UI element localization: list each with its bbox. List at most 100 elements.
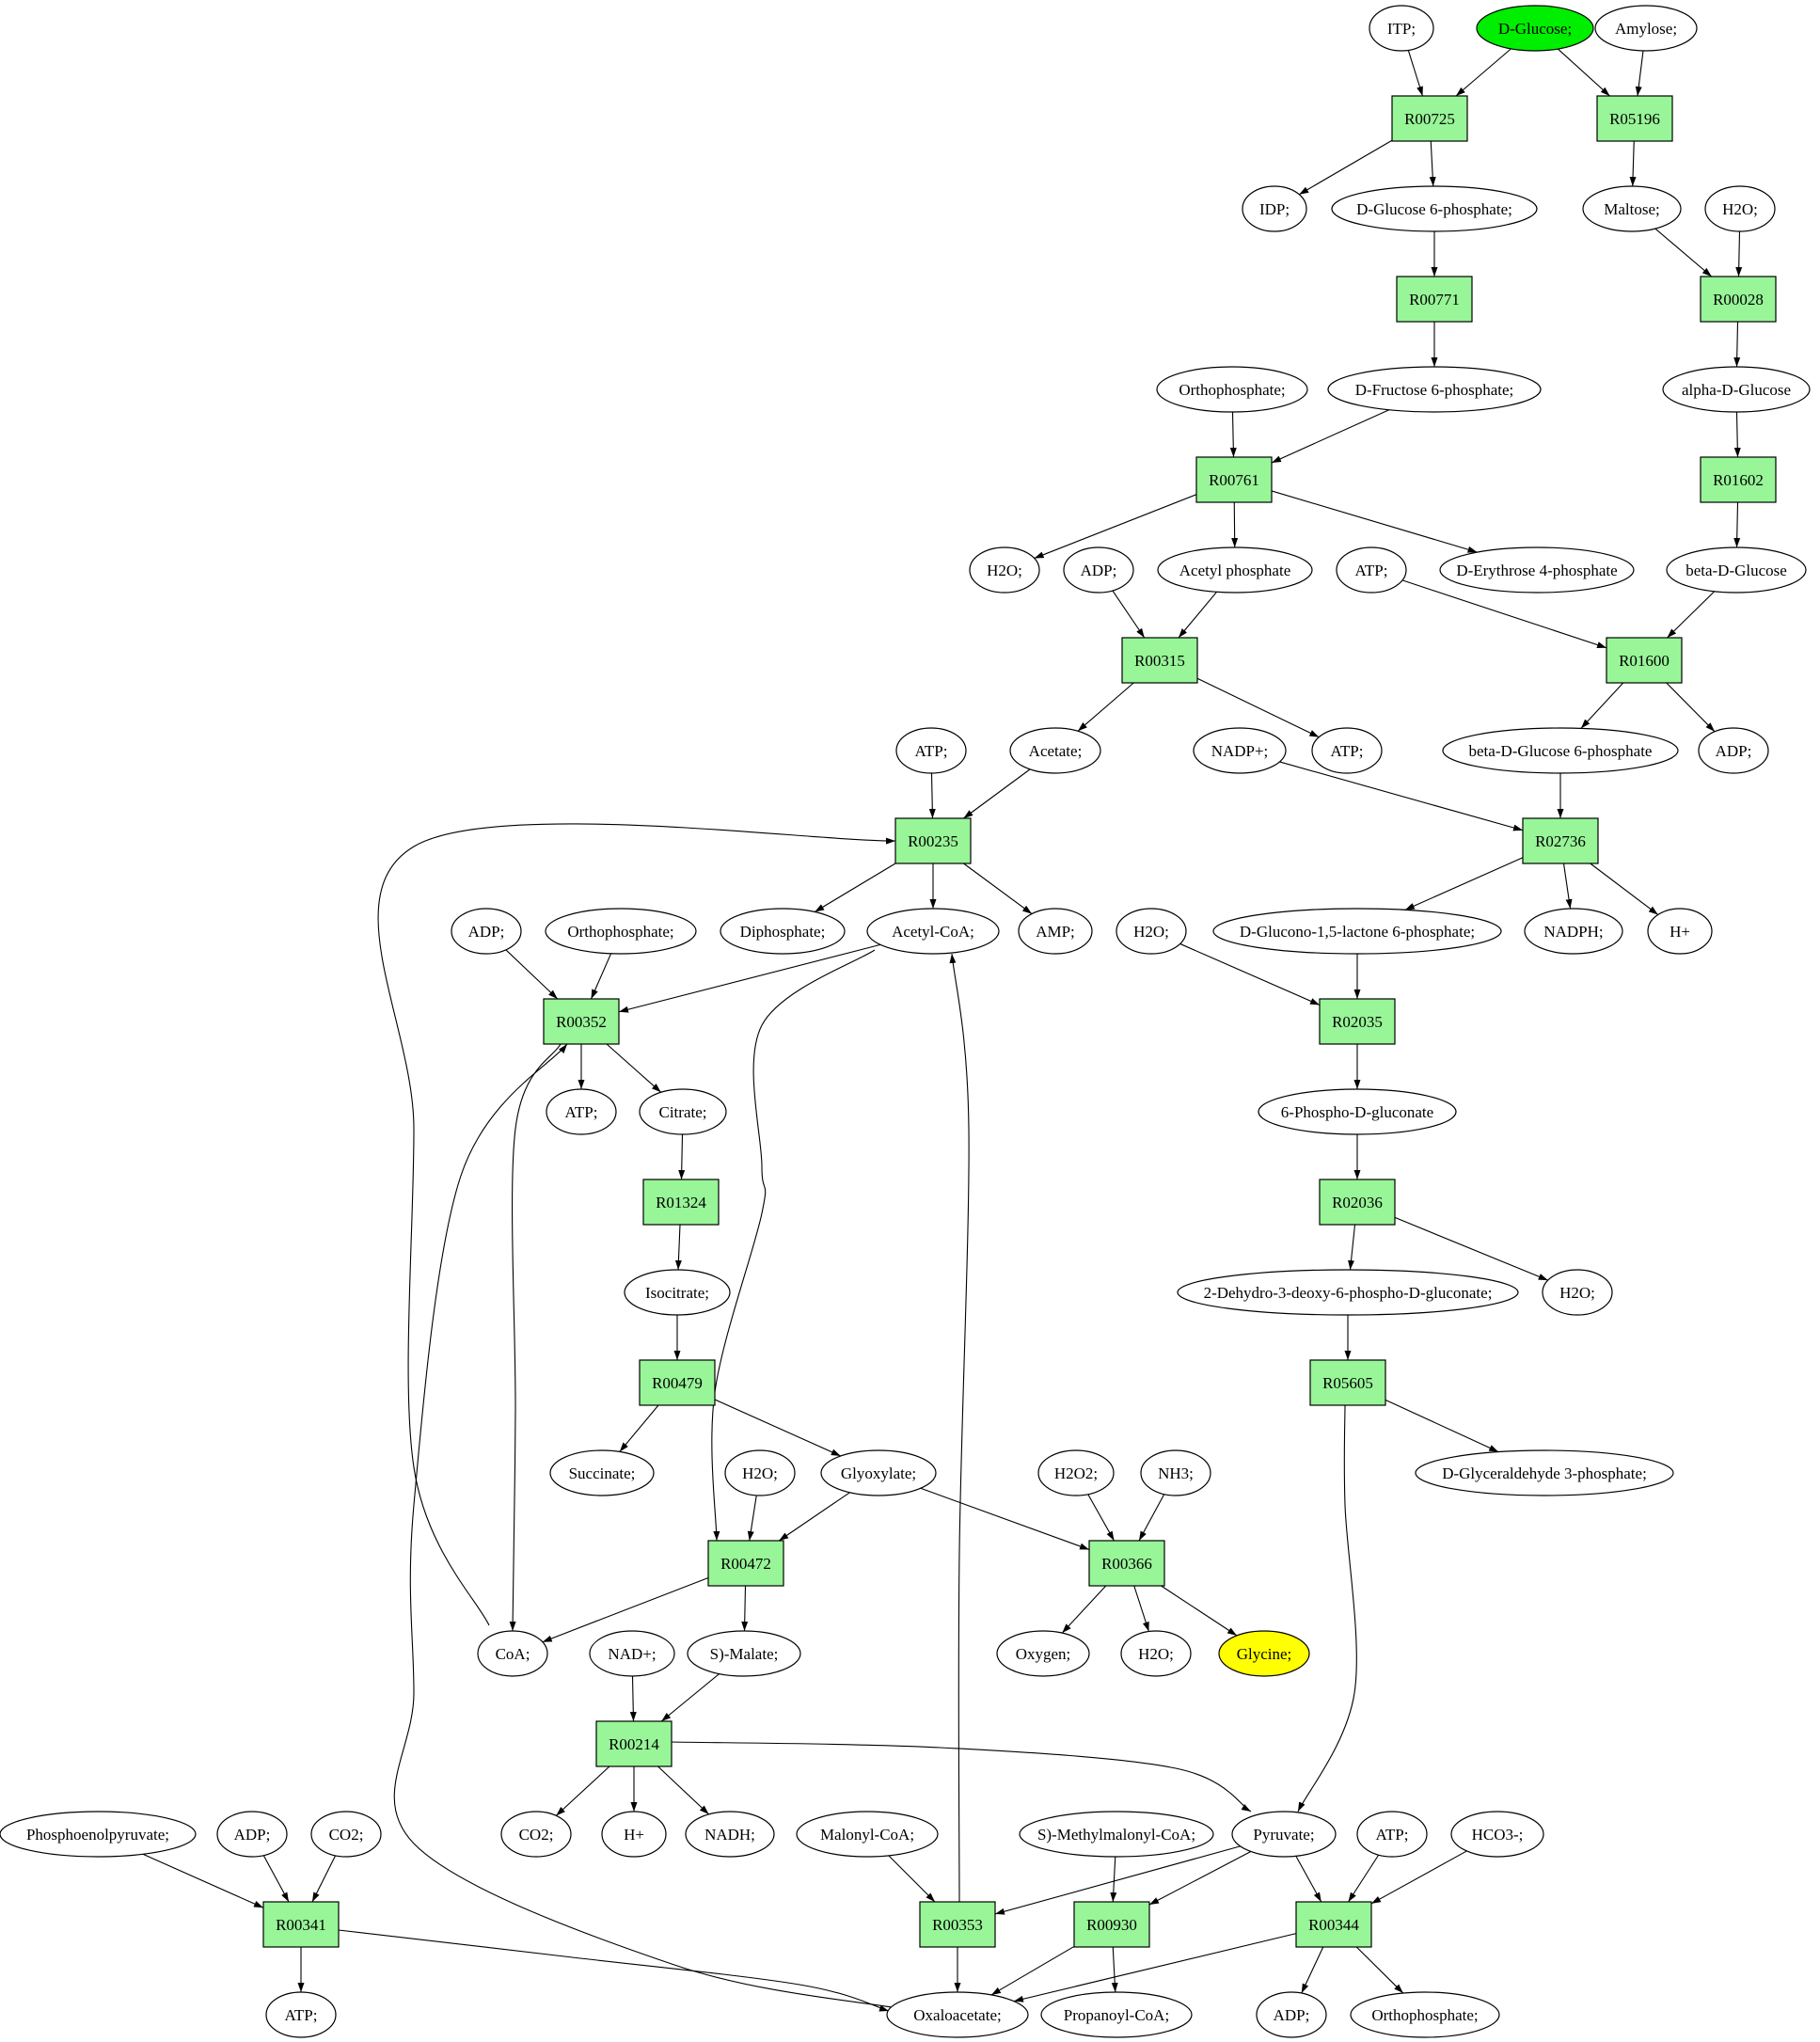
reaction-node-r-R00725: R00725 <box>1391 95 1468 142</box>
reaction-node-r-R00761: R00761 <box>1195 456 1273 503</box>
compound-ellipse <box>1040 1991 1193 2038</box>
compound-ellipse <box>1193 727 1287 774</box>
node-label: R00479 <box>652 1374 703 1392</box>
node-label: alpha-D-Glucose <box>1682 381 1791 399</box>
compound-node-c-atp-4: ATP; <box>546 1088 617 1135</box>
node-label: R05605 <box>1322 1374 1373 1392</box>
compound-node-c-6pg: 6-Phospho-D-gluconate <box>1258 1088 1457 1135</box>
compound-ellipse <box>724 1449 796 1496</box>
edge-c-pep-to-r-R00341 <box>142 1853 264 1908</box>
node-label: Oxygen; <box>1016 1645 1071 1663</box>
compound-node-c-gap: D-Glyceraldehyde 3-phosphate; <box>1415 1449 1674 1496</box>
node-label: ADP; <box>468 923 505 941</box>
compound-ellipse <box>1177 1269 1519 1316</box>
compound-node-c-ortho-3: Orthophosphate; <box>1350 1991 1500 2038</box>
node-label: NADPH; <box>1543 923 1603 941</box>
compound-ellipse <box>1120 1630 1192 1677</box>
reaction-node-r-R00341: R00341 <box>262 1901 340 1948</box>
node-label: R00315 <box>1134 652 1185 670</box>
edge-r-R01600-to-c-bg6p <box>1580 682 1624 729</box>
edge-c-itp-to-r-R00725 <box>1407 50 1424 97</box>
edge-c-pyr-to-r-R00344 <box>1295 1856 1322 1903</box>
edge-r-R02036-to-c-h2o-4 <box>1394 1216 1548 1281</box>
node-label: Citrate; <box>659 1103 707 1121</box>
node-label: R00341 <box>276 1916 326 1934</box>
edge-r-R00352-to-c-coa <box>509 1043 562 1632</box>
compound-node-c-isocit: Isocitrate; <box>624 1269 731 1316</box>
node-label: ATP; <box>565 1103 598 1121</box>
reaction-node-r-R00352: R00352 <box>543 998 620 1045</box>
node-label: ADP; <box>234 1826 271 1844</box>
compound-node-c-kdpg: 2-Dehydro-3-deoxy-6-phospho-D-gluconate; <box>1177 1269 1519 1316</box>
edge-c-adp-1-to-r-R00315 <box>1112 590 1146 639</box>
edge-r-R00366-to-c-h2o-6 <box>1133 1585 1149 1632</box>
node-label: HCO3-; <box>1472 1826 1524 1844</box>
compound-ellipse <box>895 727 967 774</box>
edge-r-R01324-to-c-isocit <box>674 1224 682 1271</box>
node-label: ADP; <box>1716 742 1752 760</box>
compound-node-c-glyox: Glyoxylate; <box>820 1449 937 1496</box>
reaction-node-r-R00771: R00771 <box>1396 276 1473 323</box>
edge-c-h2o-3-to-r-R02035 <box>1179 942 1321 1005</box>
compound-ellipse <box>1666 546 1807 594</box>
edge-r-R00761-to-c-e4p <box>1271 490 1478 553</box>
edge-r-R02736-to-c-hplus-1 <box>1590 863 1659 915</box>
edge-r-R00479-to-c-glyox <box>714 1399 842 1457</box>
reaction-box <box>1319 1179 1396 1226</box>
compound-node-c-diphos: Diphosphate; <box>720 908 846 955</box>
compound-ellipse <box>1212 908 1502 955</box>
reaction-node-r-R00214: R00214 <box>595 1720 673 1767</box>
reaction-box <box>1073 1901 1150 1948</box>
compound-ellipse <box>1331 185 1538 232</box>
reaction-box <box>1596 95 1673 142</box>
edge-r-R00235-to-c-amp <box>963 863 1033 915</box>
compound-ellipse <box>1336 546 1407 594</box>
edge-c-co2-1-to-r-R00341 <box>311 1855 337 1903</box>
compound-ellipse <box>1140 1449 1211 1496</box>
reaction-box <box>642 1179 720 1226</box>
reaction-box <box>1195 456 1273 503</box>
compound-ellipse <box>1594 5 1698 52</box>
edge-c-adp-4-to-r-R00341 <box>262 1855 290 1903</box>
edge-c-h2o2-to-r-R00366 <box>1087 1494 1115 1542</box>
edge-c-glyox-to-r-R00472 <box>778 1492 850 1542</box>
compound-ellipse <box>1116 908 1187 955</box>
edge-c-adp-3-to-r-R00352 <box>505 949 559 1000</box>
compound-ellipse <box>1037 1449 1115 1496</box>
edge-c-dglucose-to-r-R05196 <box>1558 48 1610 97</box>
node-label: Glycine; <box>1237 1645 1292 1663</box>
node-label: ADP; <box>1274 2006 1310 2024</box>
compound-ellipse <box>1009 727 1101 774</box>
edge-c-nadp-to-r-R02736 <box>1279 761 1524 831</box>
node-label: 6-Phospho-D-gluconate <box>1281 1103 1433 1121</box>
node-label: Isocitrate; <box>645 1284 709 1302</box>
node-label: AMP; <box>1036 923 1075 941</box>
node-label: D-Glucono-1,5-lactone 6-phosphate; <box>1240 923 1475 941</box>
edge-r-R00214-to-c-nadh <box>657 1765 709 1815</box>
compound-node-c-pyr: Pyruvate; <box>1231 1811 1337 1858</box>
compound-ellipse <box>1018 908 1093 955</box>
node-label: Maltose; <box>1604 200 1660 218</box>
compound-node-c-h2o-1: H2O; <box>1704 185 1776 232</box>
edge-r-R00315-to-c-atp-3 <box>1196 677 1320 738</box>
node-label: S)-Malate; <box>710 1645 779 1663</box>
node-label: D-Glucose; <box>1498 20 1572 38</box>
edge-c-oaa-to-r-R00352 <box>393 1043 904 2010</box>
node-label: R02036 <box>1332 1194 1383 1211</box>
compound-ellipse <box>1450 1811 1544 1858</box>
compound-node-c-e4p: D-Erythrose 4-phosphate <box>1439 546 1635 594</box>
reaction-node-r-R00344: R00344 <box>1295 1901 1372 1948</box>
compound-node-c-itp: ITP; <box>1369 5 1434 52</box>
edge-r-R00479-to-c-succ <box>619 1404 659 1452</box>
compound-node-c-succ: Succinate; <box>549 1449 655 1496</box>
edge-r-R00344-to-c-oaa <box>1013 1933 1297 2002</box>
reaction-node-r-R02036: R02036 <box>1319 1179 1396 1226</box>
node-label: R00214 <box>609 1735 659 1753</box>
edge-c-glyox-to-r-R00366 <box>920 1487 1090 1550</box>
compound-node-c-propcoa: Propanoyl-CoA; <box>1040 1991 1193 2038</box>
compound-ellipse <box>1582 185 1682 232</box>
compound-ellipse <box>546 1088 617 1135</box>
compound-node-c-hplus-1: H+ <box>1647 908 1713 955</box>
reaction-node-r-R00930: R00930 <box>1073 1901 1150 1948</box>
